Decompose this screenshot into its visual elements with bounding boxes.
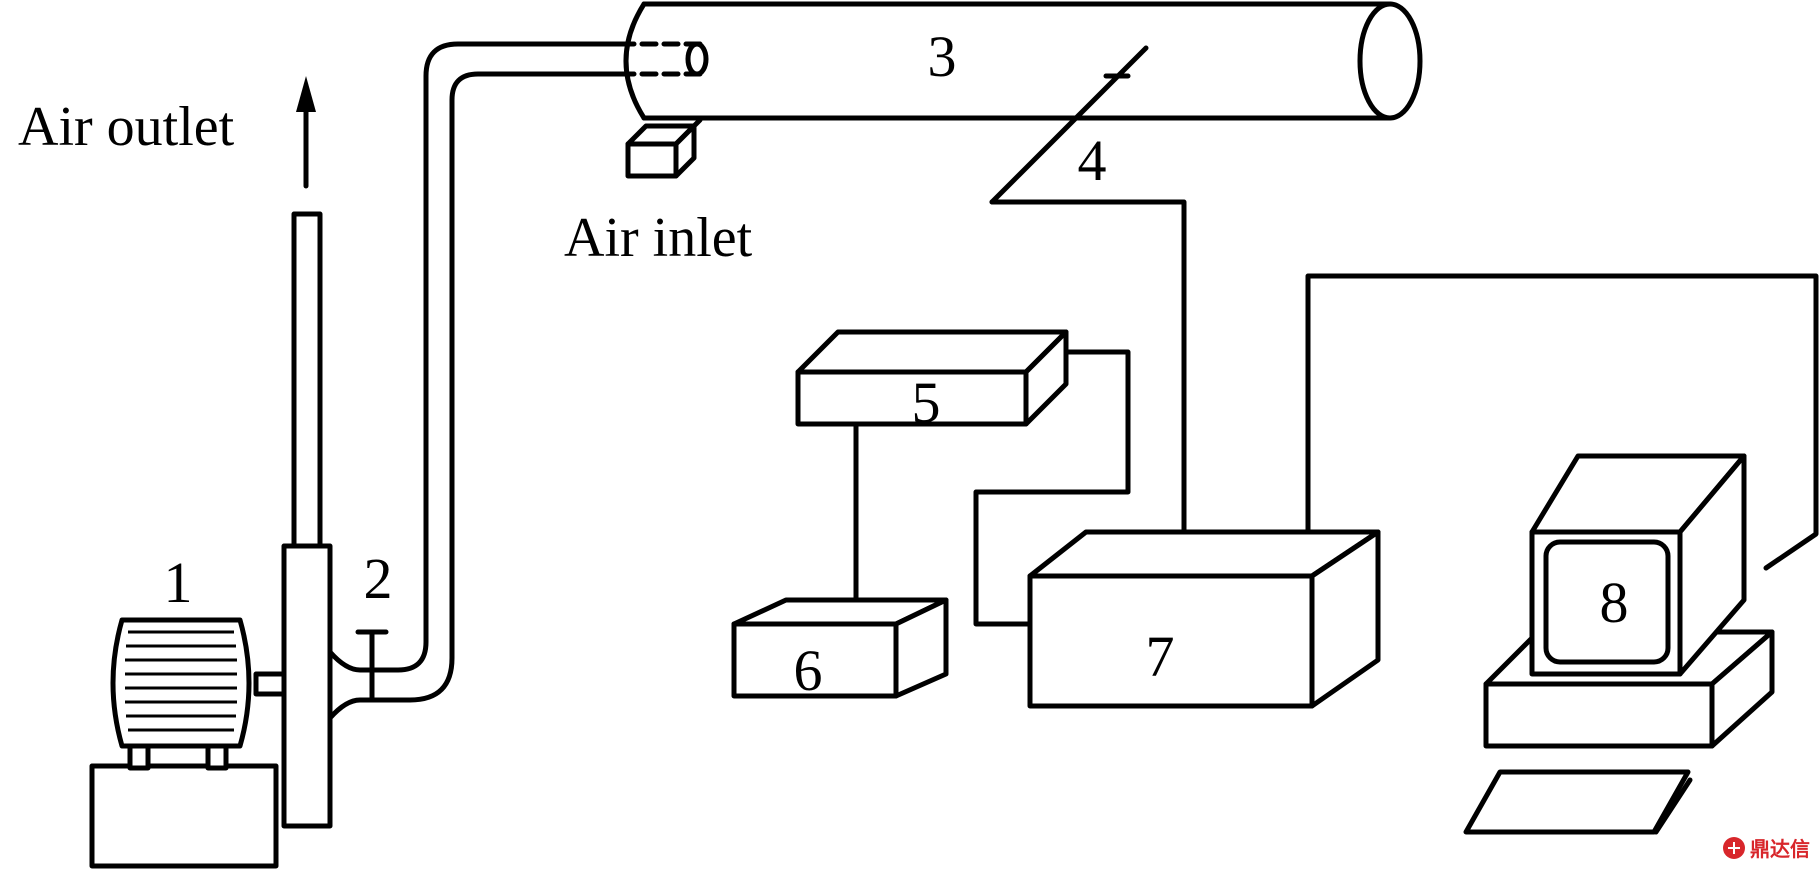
pipe-outer-wall — [327, 41, 628, 673]
tube-left-end — [623, 1, 647, 121]
label-7: 7 — [1146, 624, 1175, 689]
outlet-pipe — [291, 211, 323, 549]
unit-5: 5 — [795, 329, 1069, 435]
watermark: 鼎达信 — [1723, 837, 1810, 861]
label-4: 4 — [1078, 128, 1107, 193]
wire-7-8 — [1305, 273, 1819, 571]
watermark-text: 鼎达信 — [1750, 837, 1810, 861]
air-inlet-label: Air inlet — [564, 207, 753, 269]
probe-cable — [989, 199, 1187, 533]
up-arrow-icon — [296, 76, 316, 189]
pipe-inner-wall — [327, 71, 628, 721]
unit-7: 7 — [1027, 529, 1381, 709]
unit-6: 6 — [731, 597, 949, 703]
valve-2 — [355, 629, 389, 703]
computer-base — [1483, 681, 1715, 749]
tube-right-end — [1357, 1, 1423, 121]
motor-foot — [127, 743, 151, 771]
keyboard — [1463, 769, 1693, 835]
test-tube-3: 3 — [617, 1, 1423, 121]
air-outlet-indicator: Air outlet — [18, 76, 316, 189]
computer-8: 8 — [1463, 453, 1775, 835]
label-8: 8 — [1600, 570, 1629, 635]
label-1: 1 — [164, 550, 193, 615]
inserted-nozzle — [617, 41, 703, 77]
wire-5-7 — [973, 349, 1131, 627]
label-5: 5 — [912, 370, 941, 435]
motor-foot — [205, 743, 229, 771]
motor-assembly: 1 — [89, 211, 333, 869]
probe-4: 4 — [989, 45, 1187, 533]
air-outlet-label: Air outlet — [18, 96, 235, 158]
monitor-screen — [1543, 539, 1671, 665]
fan-housing — [281, 543, 333, 829]
probe-rod — [989, 45, 1149, 205]
watermark-logo-icon — [1723, 837, 1745, 859]
inlet-pipe-assembly: 2 — [327, 41, 628, 721]
air-inlet-port: Air inlet — [564, 117, 753, 269]
motor-fins — [125, 630, 237, 732]
label-2: 2 — [364, 546, 393, 611]
motor-base — [89, 763, 279, 869]
nozzle-end — [685, 41, 709, 77]
tube-body-edges — [641, 1, 1393, 121]
motor-body — [110, 617, 252, 749]
label-6: 6 — [794, 638, 823, 703]
monitor — [1529, 453, 1747, 677]
label-3: 3 — [928, 24, 957, 89]
